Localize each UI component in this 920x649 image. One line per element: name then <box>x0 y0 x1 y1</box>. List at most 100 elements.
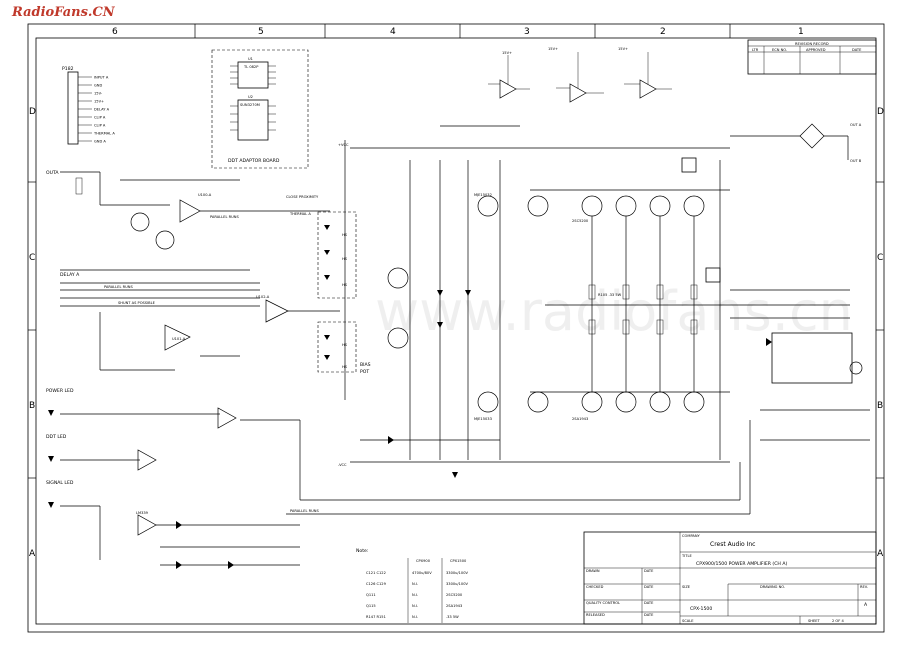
pin-label: CLIP A <box>94 116 106 120</box>
outa-label: OUTA <box>46 170 59 176</box>
schematic-mark <box>324 225 330 230</box>
schematic-mark <box>176 561 182 569</box>
op-amp-u105 <box>217 407 237 429</box>
pin-label: 15V- <box>94 92 103 96</box>
schematic-mark <box>48 456 54 462</box>
schematic-label: SHEET <box>808 619 821 623</box>
inner-border <box>35 37 877 625</box>
schematic-label: TITLE <box>681 554 692 558</box>
input-transistor-2 <box>155 230 175 250</box>
schematic-mark <box>465 290 471 296</box>
schematic-label: DATE <box>644 585 654 589</box>
schematic-label: DATE <box>644 569 654 573</box>
schematic-mark <box>681 157 697 173</box>
signal-led-label: SIGNAL LED <box>46 480 74 486</box>
schematic-mark <box>639 79 657 99</box>
schematic-mark <box>569 83 587 103</box>
schematic-label: .33 5W <box>446 615 459 619</box>
ddt-led-label: DDT LED <box>46 434 67 440</box>
led-indicators: POWER LED DDT LED SIGNAL LED LM339 <box>46 388 300 569</box>
zone-label-5: 5 <box>258 27 264 37</box>
schematic-mark <box>452 472 458 478</box>
schematic-mark <box>649 195 671 217</box>
zone-label-d-right: D <box>877 107 884 117</box>
schematic-label: REVISION RECORD <box>795 42 829 46</box>
schematic-label: C121 C122 <box>366 571 386 575</box>
schematic-mark <box>477 391 499 413</box>
schematic-label: APPROVED <box>806 48 826 52</box>
schematic-mark <box>527 391 549 413</box>
schematic-label: SHUNT AS POSSIBLE <box>118 301 156 305</box>
schematic-label: CLOSE PROXIMITY <box>286 195 319 199</box>
zone-label-2: 2 <box>660 27 666 37</box>
schematic-label: 2SC5200 <box>572 219 589 223</box>
schematic-mark <box>615 391 637 413</box>
bias-label: BIAS <box>360 362 371 368</box>
schematic-mark <box>705 267 721 283</box>
schematic-mark <box>683 195 705 217</box>
op-amp-u101 <box>164 324 191 351</box>
schematic-label: DRAWING NO. <box>760 585 785 589</box>
lower-wiring: PARALLEL RUNS <box>240 419 751 515</box>
zone-label-3: 3 <box>524 27 530 37</box>
schematic-mark <box>799 123 825 149</box>
schematic-label: SIZE <box>682 585 691 589</box>
zone-label-1: 1 <box>798 27 804 37</box>
schematic-label: N.I. <box>412 604 418 608</box>
zone-label-a-right: A <box>877 549 884 559</box>
schematic-label: DATE <box>644 601 654 605</box>
schematic-mark <box>771 332 853 384</box>
ghost-watermark: www.radiofans.cn <box>375 280 853 343</box>
pin-label: 15V+ <box>94 100 104 104</box>
schematic-mark <box>237 61 269 89</box>
schematic-mark <box>690 319 698 335</box>
schematic-label: 2SA1943 <box>572 417 588 421</box>
schematic-mark <box>228 561 234 569</box>
pin-label: CLIP A <box>94 124 106 128</box>
schematic-label: U102-A <box>256 295 270 299</box>
schematic-mark <box>747 39 877 75</box>
drawing-title: CPX900/1500 POWER AMPLIFIER (CH A) <box>696 561 787 567</box>
pin-label: THERMAL A <box>93 132 115 136</box>
schematic-mark <box>588 319 596 335</box>
schematic-mark <box>622 284 630 300</box>
schematic-label: RELEASED <box>586 613 605 617</box>
input-transistor <box>130 212 150 232</box>
pot-label: POT <box>360 369 369 375</box>
schematic-label: +VCC <box>338 143 349 147</box>
schematic-mark <box>48 502 54 508</box>
schematic-label: SCALE <box>682 619 694 623</box>
zone-label-a-left: A <box>29 549 36 559</box>
schematic-label: U101-A <box>172 337 186 341</box>
schematic-mark <box>622 319 630 335</box>
title-block: COMPANY Crest Audio Inc TITLE CPX900/150… <box>583 531 877 625</box>
note-title: Note: <box>356 548 369 554</box>
input-stage: OUTA U100-A PARALLEL RUNS DELAY A PARALL… <box>46 170 340 371</box>
schematic-label: DRAWN <box>586 569 600 573</box>
op-amp-u100 <box>179 199 201 223</box>
schematic-mark <box>211 49 309 169</box>
outer-border <box>27 23 885 633</box>
schematic-mark <box>317 211 357 299</box>
schematic-label: LM339 <box>136 511 149 515</box>
schematic-mark <box>48 410 54 416</box>
schematic-label: CPX900 <box>416 559 431 563</box>
schematic-label: TL 082P <box>243 65 259 69</box>
schematic-mark <box>649 391 671 413</box>
schematic-label: PARALLEL RUNS <box>290 509 319 513</box>
schematic-mark <box>324 335 330 340</box>
zone-label-b-left: B <box>29 401 35 411</box>
schematic-mark <box>324 355 330 360</box>
schematic-label: THERMAL A <box>289 212 311 216</box>
schematic-label: 15V+ <box>548 47 558 51</box>
schematic-label: N.I. <box>412 593 418 597</box>
schematic-mark <box>581 391 603 413</box>
schematic-label: SUN3270M <box>240 103 260 107</box>
op-amp-u102 <box>265 299 289 323</box>
schematic-label: MJE15032 <box>474 193 492 197</box>
schematic-mark <box>324 250 330 255</box>
schematic-label: C126 C129 <box>366 582 387 586</box>
schematic-label: 2SC5200 <box>446 593 463 597</box>
schematic-mark <box>67 71 79 145</box>
